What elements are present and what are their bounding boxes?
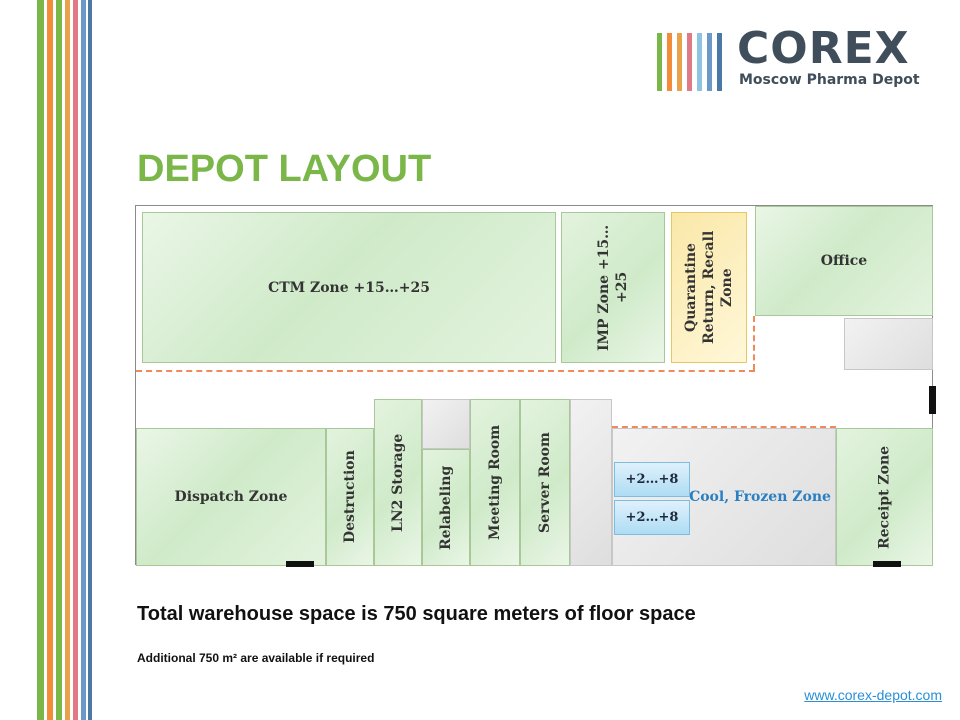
zone-passage	[570, 399, 612, 566]
zone-cool-room-b: +2…+8	[614, 500, 690, 535]
corex-logo: COREX Moscow Pharma Depot	[657, 24, 947, 96]
warehouse-space-caption: Total warehouse space is 750 square mete…	[137, 603, 696, 625]
zone-ctm: CTM Zone +15…+25	[142, 212, 556, 363]
zone-meeting-room: Meeting Room	[470, 399, 520, 566]
zone-imp: IMP Zone +15…+25	[561, 212, 665, 363]
zone-cool-room-a: +2…+8	[614, 462, 690, 497]
stripe	[73, 0, 78, 720]
corridor-line	[136, 370, 755, 372]
stripe	[88, 0, 92, 720]
logo-bars-icon	[657, 33, 727, 91]
zone-ln2-storage: LN2 Storage	[374, 399, 422, 566]
logo-subtitle: Moscow Pharma Depot	[739, 72, 920, 88]
zone-office-annex	[844, 318, 933, 370]
cool-zone-line	[612, 426, 836, 428]
stripe	[65, 0, 70, 720]
page-title: DEPOT LAYOUT	[137, 148, 432, 190]
website-link[interactable]: www.corex-depot.com	[804, 687, 942, 703]
door-receipt	[873, 561, 901, 567]
zone-storage-unlabeled	[422, 399, 470, 449]
door-right	[929, 386, 936, 414]
zone-office: Office	[755, 206, 933, 316]
zone-receipt: Receipt Zone	[836, 428, 933, 566]
zone-dispatch: Dispatch Zone	[136, 428, 326, 566]
stripe	[81, 0, 86, 720]
zone-relabeling: Relabeling	[422, 449, 470, 566]
door-dispatch	[286, 561, 314, 567]
zone-quarantine: Quarantine Return, Recall Zone	[671, 212, 747, 363]
corridor-line	[753, 316, 755, 370]
logo-name: COREX	[737, 23, 910, 74]
stripe	[56, 0, 62, 720]
stripe	[37, 0, 44, 720]
zone-cool-frozen: Cool, Frozen Zone	[612, 428, 836, 566]
stripe	[47, 0, 53, 720]
additional-space-note: Additional 750 m² are available if requi…	[137, 651, 375, 665]
floor-plan: CTM Zone +15…+25 IMP Zone +15…+25 Quaran…	[135, 205, 936, 567]
zone-destruction: Destruction	[326, 428, 374, 566]
zone-server-room: Server Room	[520, 399, 570, 566]
